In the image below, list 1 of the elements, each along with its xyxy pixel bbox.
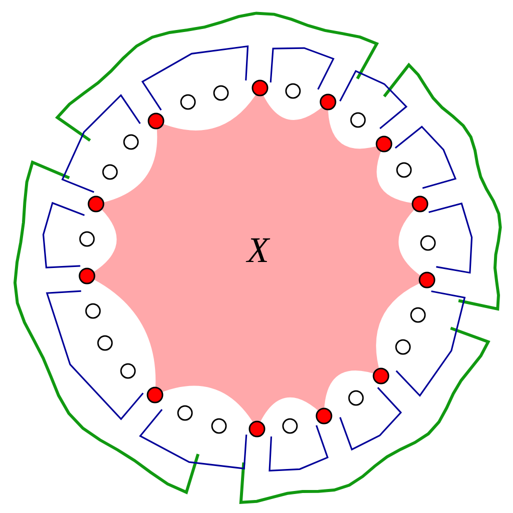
region-label: X xyxy=(247,232,269,268)
